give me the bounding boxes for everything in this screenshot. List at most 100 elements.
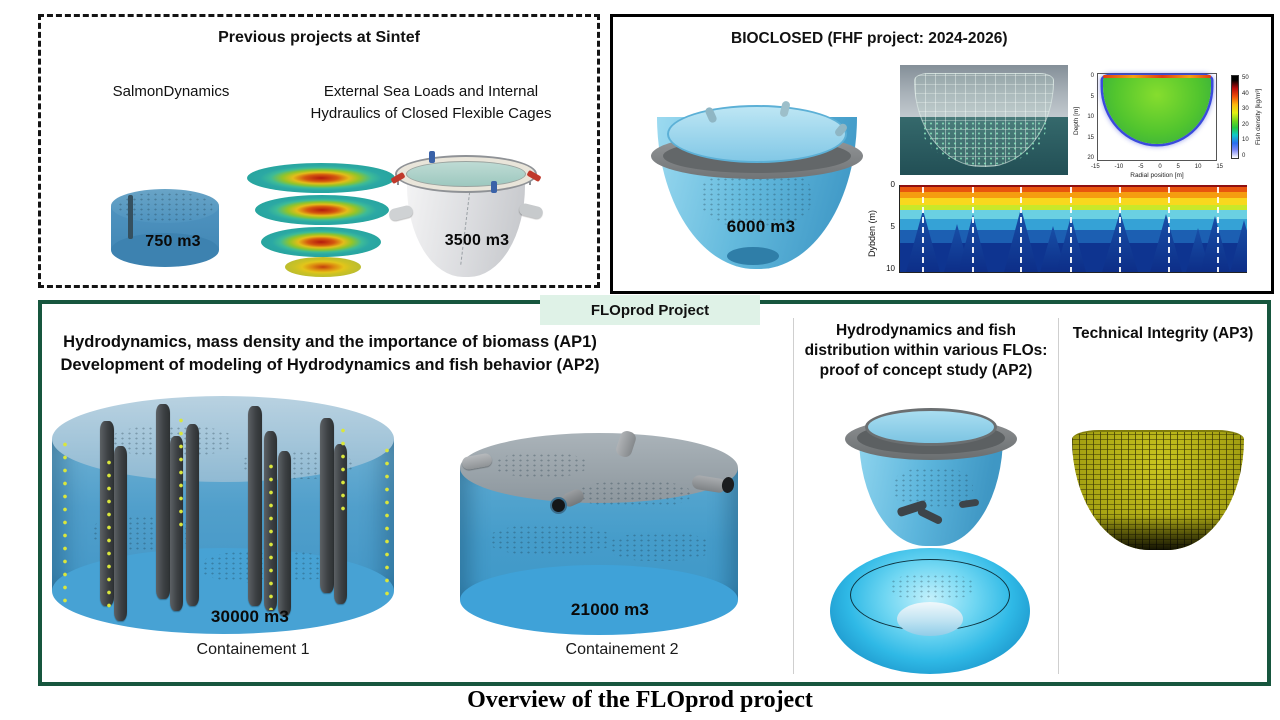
heatmap-xtick: -10 [1114,164,1124,170]
cage-photo [900,65,1068,175]
heatmap-colorbar [1231,75,1239,159]
velocity-disk-2 [255,195,389,225]
containment1-volume: 30000 m3 [210,607,290,626]
containment1-caption: Containement 1 [196,641,310,658]
heatmap-colorbar-ticks: 0 10 20 30 40 50 [1242,75,1252,159]
echogram-ytick: 10 [886,264,895,273]
bowl-6000-outlet [727,247,779,265]
velocity-disk-4 [285,257,361,277]
containment1-pipe [186,424,199,606]
heatmap-yticks: 0 5 10 15 20 [1082,73,1094,161]
heatmap-surface-strip [1103,75,1211,78]
echogram-marker-line [972,187,974,272]
heatmap-ytick: 0 [1090,73,1094,79]
esl-label: External Sea Loads and Internal Hydrauli… [310,83,552,122]
column-divider-1 [793,318,794,674]
heatmap-colorbar-label: Fish density [kg/m³] [1255,88,1262,146]
cage-3500-volume: 3500 m3 [444,232,510,249]
echogram-ytick: 0 [890,180,895,189]
echogram-spike [1150,214,1182,272]
heatmap-ytick: 10 [1087,114,1094,120]
heatmap-colorbar-tick: 40 [1242,90,1249,97]
fish-density-heatmap: Depth [m] 0 5 10 15 20 -15 -10 -5 0 5 10 15 Radial… [1071,63,1271,185]
floprod-heading-line1: Hydrodynamics, mass density and the impo… [63,333,597,351]
bioclosed-title: BIOCLOSED (FHF project: 2024-2026) [731,30,1008,47]
containment2-volume: 21000 m3 [570,600,650,619]
heatmap-xtick: 15 [1216,164,1223,170]
col3-heading: Hydrodynamics and fish distribution with… [804,322,1048,379]
bioclosed-panel: BIOCLOSED (FHF project: 2024-2026) 6000 … [610,14,1274,294]
flo-torus-graphic [830,548,1030,674]
slide-caption: Overview of the FLOprod project [467,687,813,713]
col4-heading: Technical Integrity (AP3) [1072,325,1254,342]
velocity-disk-1 [247,163,395,193]
containment1-dot-column [384,444,390,604]
cage-3500-graphic [387,151,545,279]
heatmap-ylabel: Depth [m] [1073,106,1080,136]
echogram-marker-line [1070,187,1072,272]
heatmap-xtick: 0 [1158,164,1162,170]
column-divider-2 [1058,318,1059,674]
containment1-dot-column [268,460,274,610]
flo-torus-hole [897,602,963,636]
heatmap-colorbar-tick: 20 [1242,121,1249,128]
containment1-pipe [114,446,127,621]
echogram-ytick: 5 [890,222,895,231]
cylinder-750-sensor [128,195,133,239]
cage-3500-blue-post-1 [429,151,435,163]
cage-3500-water-surface [406,161,526,187]
containment2-bottom [460,565,738,635]
echogram-marker-line [1119,187,1121,272]
floprod-tab: FLOprod Project [540,295,760,325]
bowl-6000-graphic [651,97,863,271]
containment1-dot-column [178,414,184,534]
heatmap-colorbar-tick: 10 [1242,137,1249,144]
flo-bowl-water-surface [865,408,997,446]
previous-projects-title: Previous projects at Sintef [218,29,420,46]
containment1-dot-column [106,456,112,614]
containment1-pipe [278,451,291,616]
floprod-tab-label: FLOprod Project [590,301,710,319]
heatmap-ytick: 15 [1087,134,1094,141]
heatmap-xtick: -15 [1091,164,1100,170]
heatmap-colorbar-tick: 30 [1242,106,1249,113]
velocity-disk-3 [261,227,381,257]
heatmap-colorbar-tick: 0 [1242,152,1246,159]
echogram-yticks: 0 5 10 [881,181,895,273]
heatmap-xticks: -15 -10 -5 0 5 10 15 [1091,164,1223,170]
containment2-caption: Containement 2 [565,641,679,658]
cylinder-750-graphic [111,189,219,267]
containment2-inlet-opening [550,497,567,514]
containment1-pipe [248,406,262,606]
containment1-graphic [52,396,394,636]
echogram-marker-line [1020,187,1022,272]
heatmap-ytick: 20 [1087,155,1094,161]
echogram-spike [1200,216,1230,272]
heatmap-colorbar-tick: 50 [1242,75,1249,81]
bowl-6000-water-surface [667,105,847,163]
echogram-marker-line [1168,187,1170,272]
heatmap-density-blob [1103,76,1211,144]
echogram-ylabel: Dybden (m) [867,209,877,257]
previous-projects-panel: Previous projects at Sintef SalmonDynami… [38,14,600,288]
heatmap-plot [1097,73,1217,161]
cylinder-750-volume: 750 m3 [145,233,201,250]
containment2-top [460,433,738,503]
echogram-plot [899,185,1247,273]
heatmap-xtick: 10 [1194,164,1202,170]
bowl-6000-volume: 6000 m3 [726,217,796,236]
echogram-marker-line [1217,187,1219,272]
heatmap-xtick: -5 [1138,164,1144,170]
heatmap-ytick: 5 [1090,93,1094,100]
containment1-dot-column [340,424,346,514]
echogram-spike [1230,220,1247,272]
cage-3500-blue-post-2 [491,181,497,193]
floprod-heading-line2: Development of modeling of Hydrodynamics… [60,356,600,374]
flo-bowl-graphic [845,408,1017,546]
heatmap-xlabel: Radial position [m] [1130,172,1184,179]
cage-3500-right-pipe [517,202,545,220]
containment1-pipe [156,404,170,599]
containment1-pipe [320,418,334,593]
heatmap-xtick: 5 [1176,164,1180,170]
containment1-dot-column [62,438,68,610]
